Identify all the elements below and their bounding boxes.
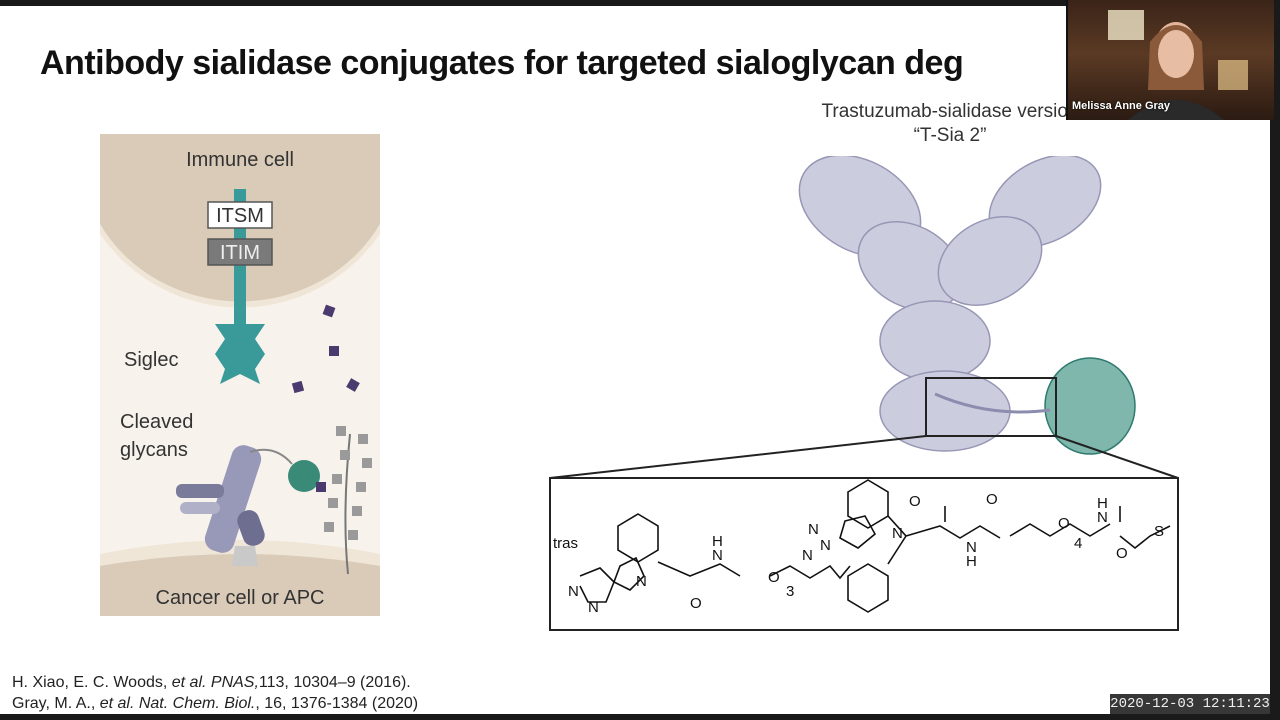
zoom-line-left — [549, 435, 927, 479]
n-atom: N — [966, 539, 977, 556]
ref1-journal: et al. PNAS, — [171, 674, 259, 691]
participant-video[interactable]: Melissa Anne Gray — [1066, 0, 1274, 120]
presentation-slide: Antibody sialidase conjugates for target… — [0, 6, 1270, 714]
version-label-line2: “T-Sia 2” — [913, 125, 987, 146]
antibody-light-chain — [180, 502, 220, 514]
tsia2-diagram: tras N N N N H O O 3 N N N N O N H O O 4… — [549, 156, 1179, 631]
cleaved-label-line2: glycans — [120, 439, 188, 461]
cleaved-glycan — [316, 482, 326, 492]
references: H. Xiao, E. C. Woods, et al. PNAS,113, 1… — [12, 672, 418, 714]
o-atom: O — [768, 569, 780, 586]
siglec-diagram: Immune cell ITSM ITIM Siglec Cleaved gly… — [100, 134, 380, 616]
subscript-3: 3 — [786, 583, 794, 600]
zoom-box — [925, 377, 1057, 437]
antibody-receptor — [232, 546, 258, 566]
cleaved-glycan — [291, 380, 305, 394]
antibody-fc — [237, 510, 265, 546]
ref2-rest: , 16, 1376-1384 (2020) — [255, 695, 419, 712]
n-atom: N — [588, 599, 599, 616]
zoom-line-right — [1055, 435, 1179, 479]
immune-cell-label: Immune cell — [186, 149, 294, 171]
n-atom: N — [808, 521, 819, 538]
o-atom: O — [986, 491, 998, 508]
version-label: Trastuzumab-sialidase version “T-Sia 2” — [760, 100, 1140, 148]
h-atom: H — [966, 553, 977, 570]
n-atom: N — [636, 573, 647, 590]
ref1-rest: 113, 10304–9 (2016). — [258, 674, 411, 691]
participant-name: Melissa Anne Gray — [1072, 100, 1171, 112]
n-atom: N — [820, 537, 831, 554]
glycan-residues — [324, 426, 372, 540]
o-atom: O — [909, 493, 921, 510]
antibody-structure — [798, 156, 1102, 452]
linker-path — [934, 392, 1051, 414]
chemical-structure-box — [549, 477, 1179, 631]
version-label-line1: Trastuzumab-sialidase version — [821, 101, 1079, 122]
ref1-authors: H. Xiao, E. C. Woods, — [12, 674, 172, 691]
n-atom: N — [712, 547, 723, 564]
antibody-light-chain — [176, 484, 224, 498]
sialidase-enzyme-icon — [288, 460, 320, 492]
siglec-label: Siglec — [124, 349, 178, 371]
cancer-cell-label: Cancer cell or APC — [156, 587, 325, 609]
cancer-cell-membrane — [100, 554, 380, 616]
participant-avatar — [1108, 10, 1248, 120]
siglec-domains — [215, 324, 265, 384]
itim-label: ITIM — [220, 242, 260, 264]
cleaved-glycan — [329, 346, 339, 356]
itim-box — [207, 238, 273, 266]
tras-label: tras — [553, 535, 578, 552]
cleaved-glycan — [322, 304, 336, 318]
antibody-heavy-chain — [204, 445, 262, 553]
ref2-journal: et al. Nat. Chem. Biol. — [99, 695, 256, 712]
reference-1: H. Xiao, E. C. Woods, et al. PNAS,113, 1… — [12, 672, 418, 693]
s-atom: S — [1154, 523, 1164, 540]
cleaved-label-line1: Cleaved — [120, 411, 193, 433]
h-atom: H — [712, 533, 723, 550]
sialidase-linker — [249, 448, 293, 465]
chemical-bonds — [579, 479, 1171, 613]
o-atom: O — [1058, 515, 1070, 532]
slide-title: Antibody sialidase conjugates for target… — [40, 44, 964, 82]
o-atom: O — [1116, 545, 1128, 562]
ref2-authors: Gray, M. A., — [12, 695, 100, 712]
n-atom: N — [568, 583, 579, 600]
n-atom: N — [1097, 509, 1108, 526]
sialidase-structure — [1044, 357, 1136, 455]
n-atom: N — [892, 525, 903, 542]
itsm-box — [207, 201, 273, 229]
recording-timestamp: 2020-12-03 12:11:23 — [1110, 694, 1270, 714]
o-atom: O — [690, 595, 702, 612]
h-atom: H — [1097, 495, 1108, 512]
reference-2: Gray, M. A., et al. Nat. Chem. Biol., 16… — [12, 693, 418, 714]
cleaved-glycan — [346, 378, 360, 392]
itsm-label: ITSM — [216, 205, 264, 227]
n-atom: N — [802, 547, 813, 564]
subscript-4: 4 — [1074, 535, 1082, 552]
